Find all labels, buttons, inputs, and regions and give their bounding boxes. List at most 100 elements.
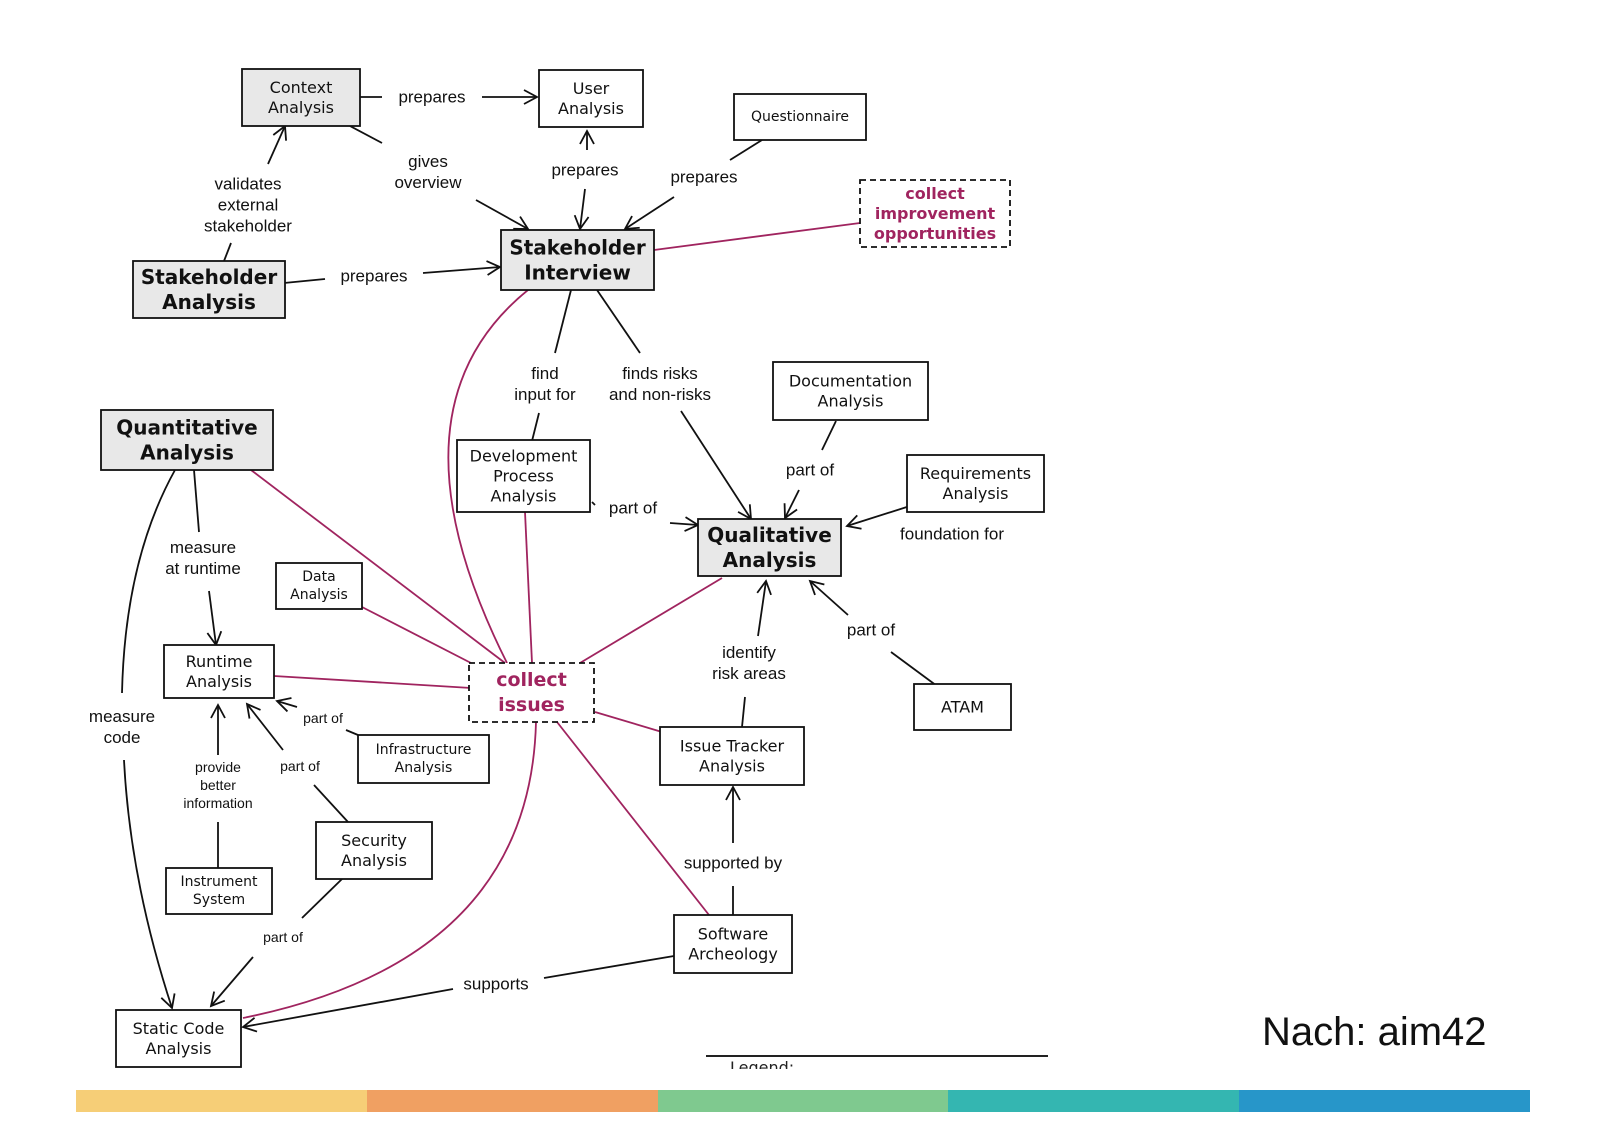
edge-runtime-collect <box>273 675 472 689</box>
legend-label: Legend: <box>730 1058 795 1069</box>
edge-label-line: measure <box>170 538 236 557</box>
edge-supports-static-arrow <box>241 988 454 1033</box>
edge-atam-partof <box>890 651 938 687</box>
node-label-line: Analysis <box>818 392 884 411</box>
edge-label-line: supported by <box>684 854 783 873</box>
stripe-segment-3 <box>657 1090 949 1112</box>
edge-label-line: supports <box>463 975 528 994</box>
edge-label-line: input for <box>514 385 576 404</box>
node-box <box>906 454 1045 513</box>
node-box <box>500 229 655 291</box>
edge-label-l-supports: supports <box>463 975 528 994</box>
edge-sa-prepares-a <box>283 278 326 284</box>
credit-text: Nach: aim42 <box>1262 1010 1487 1054</box>
edge-measure-runtime-arrow <box>206 590 223 647</box>
node-box <box>115 1009 242 1068</box>
node-box <box>275 562 363 610</box>
edge-si-find-input <box>554 289 572 354</box>
node-label-line: Software <box>698 925 769 944</box>
edge-label-l-partof-atam: part of <box>847 621 895 640</box>
node-atam: ATAM <box>913 683 1012 731</box>
edge-si-finds-risks <box>596 289 641 354</box>
edge-quant-collect <box>250 469 506 664</box>
edge-label-line: prepares <box>670 168 737 187</box>
edge-user-si-arrow <box>573 188 590 231</box>
node-box <box>315 821 433 880</box>
edge-questionnaire-a <box>729 139 763 161</box>
edge-label-line: foundation for <box>900 525 1004 544</box>
node-label-line: Runtime <box>186 652 253 671</box>
node-box <box>673 914 793 974</box>
edge-identify-qual-arrow <box>756 579 772 637</box>
edge-label-line: prepares <box>551 161 618 180</box>
edge-security-runtime-arrow <box>245 702 284 751</box>
node-label-line: Requirements <box>920 464 1031 483</box>
edge-finds-risks-qual <box>680 410 753 521</box>
edge-label-l-prepares-user-si: prepares <box>551 161 618 180</box>
edge-quant-measure-runtime <box>193 469 200 533</box>
legend-rule <box>706 1055 1048 1057</box>
edge-questionnaire-si-arrow <box>623 196 675 231</box>
node-box <box>456 439 591 513</box>
node-label-line: Stakeholder <box>509 236 646 260</box>
edge-label-l-prepares-q-si: prepares <box>670 168 737 187</box>
node-box <box>357 734 490 784</box>
edge-label-l-partof-infra: part of <box>303 710 343 726</box>
node-box <box>733 93 867 141</box>
edge-si-improve <box>653 222 861 251</box>
edge-label-line: part of <box>280 758 320 774</box>
node-box <box>165 867 273 915</box>
edge-find-input-dev <box>531 412 540 442</box>
node-label-line: Stakeholder <box>141 265 278 289</box>
node-questionnaire: Questionnaire <box>733 93 867 141</box>
node-box <box>100 409 274 471</box>
node-label-line: Analysis <box>341 851 407 870</box>
node-label-line: Quantitative <box>116 416 257 440</box>
node-box <box>538 69 644 128</box>
edge-collect-static <box>242 721 537 1019</box>
node-label-line: Analysis <box>943 484 1009 503</box>
edge-label-line: better <box>200 777 236 793</box>
edge-dev-qual-arrow <box>669 516 700 532</box>
node-label-line: collect <box>496 669 567 691</box>
edge-label-l-foundation: foundation for <box>900 525 1004 544</box>
node-label-line: Instrument <box>180 874 258 890</box>
edge-sa-si-arrow <box>422 260 502 276</box>
node-label-line: Analysis <box>395 760 453 776</box>
edge-measure-code-static <box>123 759 176 1010</box>
edge-security-static-arrow <box>209 956 254 1008</box>
stripe-segment-1 <box>76 1090 367 1112</box>
stripe-segment-5 <box>1239 1090 1530 1112</box>
edge-issue-identify <box>741 696 746 728</box>
node-label-line: Analysis <box>146 1039 212 1058</box>
node-box <box>913 683 1012 731</box>
edge-label-l-prepares-ctx-user: prepares <box>398 88 465 107</box>
edge-infra-partof <box>345 729 359 736</box>
edge-label-l-prepares-sa-si: prepares <box>340 267 407 286</box>
edge-label-line: validates <box>214 175 281 194</box>
node-box <box>163 644 275 699</box>
edge-archeology-supports <box>543 955 675 979</box>
edge-label-line: code <box>104 728 141 747</box>
node-label-line: Archeology <box>688 945 778 964</box>
edge-label-line: measure <box>89 707 155 726</box>
node-label-line: improvement <box>875 204 996 223</box>
node-label-line: Analysis <box>699 757 765 776</box>
node-label-line: Context <box>270 78 333 97</box>
edge-data-collect <box>361 606 472 664</box>
